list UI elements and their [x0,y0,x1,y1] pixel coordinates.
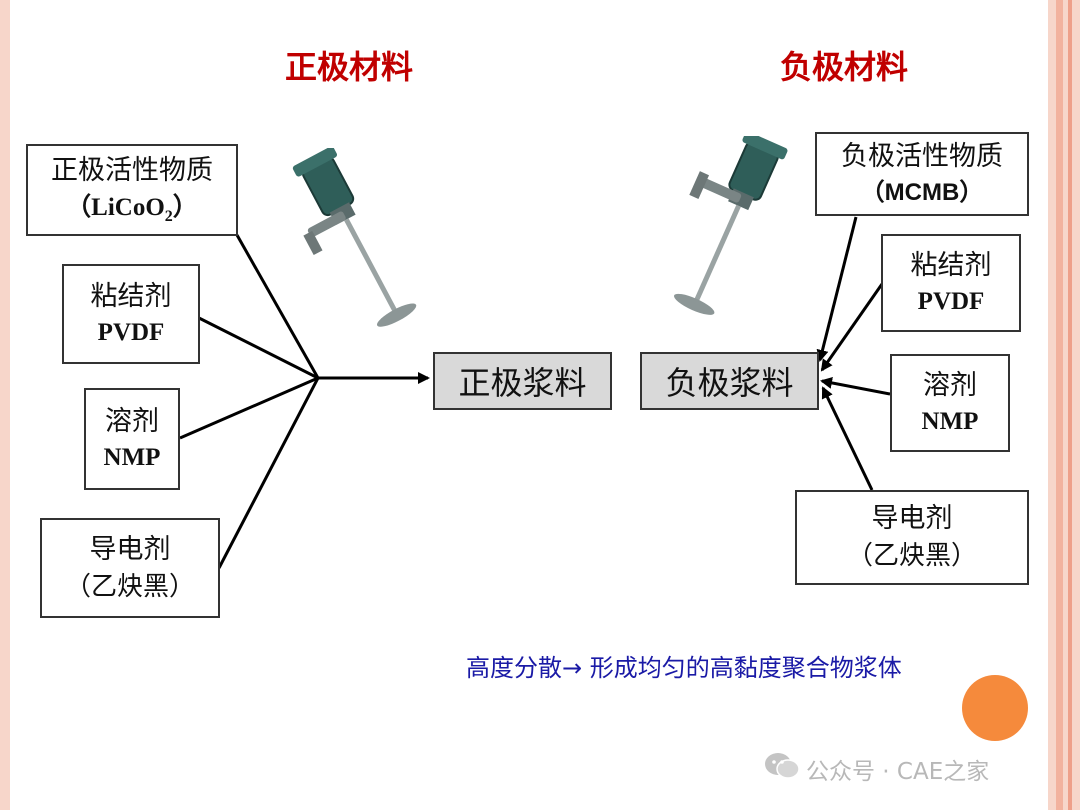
line-cathode-solvent [179,376,319,440]
line-cathode-active [235,234,320,379]
border-stripe-left [0,0,10,810]
border-stripe-mid [1056,0,1063,810]
cathode-binder-label: 粘结剂 [90,280,172,312]
arrow-anode-solvent [820,376,891,396]
formula-subscript: 2 [164,207,173,225]
anode-binder-label: 粘结剂 [910,249,992,281]
line-cathode-conductor [217,377,320,569]
cathode-conductor-material: （乙炔黑） [64,571,195,602]
anode-active-material: （MCMB） [860,179,984,207]
anode-binder-material: PVDF [917,288,985,316]
arrow-anode-binder [820,283,884,372]
anode-title: 负极材料 [780,48,909,86]
cathode-solvent-label: 溶剂 [105,405,159,437]
cathode-solvent-box: 溶剂 NMP [84,388,180,490]
anode-active-box: 负极活性物质 （MCMB） [815,132,1029,216]
cathode-solvent-material: NMP [103,444,161,472]
line-cathode-binder [198,316,319,380]
formula-suffix: ） [172,193,198,221]
arrow-anode-active [816,216,858,362]
arrow-anode-conductor [821,386,874,491]
anode-solvent-box: 溶剂 NMP [890,354,1010,452]
dispersion-note: 高度分散→ 形成均匀的高黏度聚合物浆体 [466,654,902,682]
watermark-text: 公众号 · CAE之家 [806,759,990,785]
cathode-binder-box: 粘结剂 PVDF [62,264,200,364]
formula-prefix: （LiCoO [66,193,165,221]
anode-solvent-material: NMP [921,408,979,436]
anode-slurry-box: 负极浆料 [640,352,819,410]
anode-solvent-label: 溶剂 [923,369,977,401]
cathode-active-box: 正极活性物质 （LiCoO2） [26,144,238,236]
cathode-slurry-box: 正极浆料 [433,352,612,410]
cathode-conductor-box: 导电剂 （乙炔黑） [40,518,220,618]
anode-conductor-box: 导电剂 （乙炔黑） [795,490,1029,585]
anode-conductor-material: （乙炔黑） [846,541,977,572]
cathode-active-formula: （LiCoO2） [66,190,198,228]
mixer-icon [292,148,417,327]
decorative-circle [962,675,1028,741]
border-stripe-inner [1068,0,1072,810]
mixer-icon-right [673,136,788,315]
wechat-icon [764,752,800,780]
cathode-binder-material: PVDF [97,319,165,347]
anode-conductor-label: 导电剂 [871,503,953,535]
border-stripe-outer [1048,0,1080,810]
cathode-active-label: 正极活性物质 [51,154,213,186]
anode-active-label: 负极活性物质 [841,141,1003,173]
cathode-conductor-label: 导电剂 [89,533,171,565]
anode-binder-box: 粘结剂 PVDF [881,234,1021,332]
cathode-title: 正极材料 [285,48,414,86]
